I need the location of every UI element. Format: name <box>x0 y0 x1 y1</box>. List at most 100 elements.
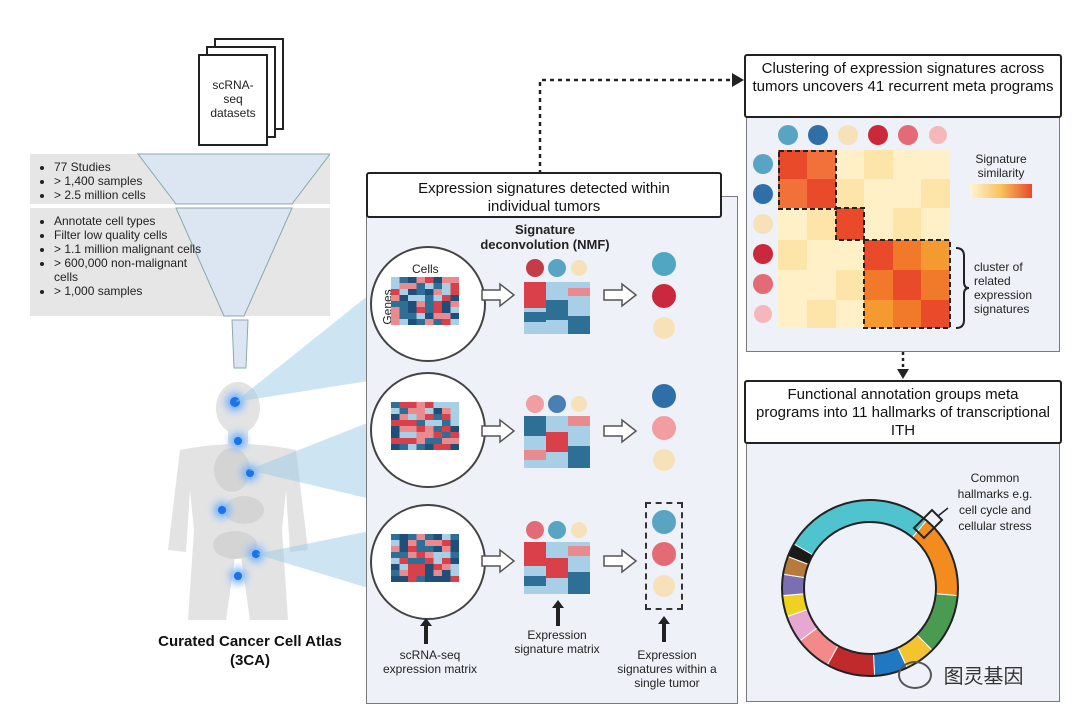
matrix-cell <box>442 283 451 290</box>
matrix-cell <box>425 402 434 409</box>
matrix-cell <box>416 570 426 577</box>
matrix-cell <box>408 576 417 582</box>
organ-dot-pelvis <box>234 572 242 580</box>
heatmap-cell <box>836 179 864 208</box>
watermark-text: 图灵基因 <box>943 666 1024 688</box>
matrix-cell <box>408 570 417 577</box>
hallmark-label: Common hallmarks e.g. cell cycle and cel… <box>957 471 1033 533</box>
matrix-cell <box>425 319 434 325</box>
matrix-cell <box>391 414 400 421</box>
matrix-cell <box>425 283 434 290</box>
matrix-cell <box>391 432 400 439</box>
matrix-cell <box>416 564 426 571</box>
matrix-cell <box>408 534 417 541</box>
expression-matrix-circle-2 <box>370 372 486 488</box>
cluster-bracket <box>955 247 970 329</box>
atlas-label: Curated Cancer Cell Atlas (3CA) <box>158 633 342 669</box>
heatmap-cell <box>807 300 836 328</box>
matrix-cell <box>433 301 443 308</box>
matrix-cell <box>408 546 417 553</box>
matrix-cell <box>399 402 409 409</box>
heatmap-cell <box>778 270 807 300</box>
nmf-title: Signature deconvolution (NMF) <box>480 222 610 252</box>
similarity-label: Signature similarity <box>975 152 1027 180</box>
matrix-cell <box>425 420 434 427</box>
matrix-cell <box>425 289 434 296</box>
matrix-cell <box>450 534 459 541</box>
human-body-figure <box>168 382 308 620</box>
matrix-cell <box>399 313 409 320</box>
heatmap-cell <box>921 240 950 270</box>
matrix-cell <box>416 301 426 308</box>
arrow-up-icon <box>658 616 670 642</box>
matrix-cell <box>442 534 451 541</box>
matrix-cell <box>442 552 451 559</box>
heatmap-cell <box>893 208 921 240</box>
expression-matrix-1 <box>391 277 459 325</box>
organ-dot-lung <box>234 437 242 445</box>
matrix-cell <box>442 546 451 553</box>
organ-dot-kidney <box>218 506 226 514</box>
matrix-cell <box>391 307 400 314</box>
matrix-cell <box>433 289 443 296</box>
matrix-cell <box>433 438 443 445</box>
heatmap-cell <box>778 240 807 270</box>
matrix-cell <box>450 426 459 433</box>
matrix-cell <box>416 414 426 421</box>
heatmap-cell <box>836 270 864 300</box>
matrix-cell <box>425 408 434 415</box>
matrix-cell <box>442 301 451 308</box>
matrix-cell <box>450 289 459 296</box>
matrix-cell <box>391 277 400 284</box>
matrix-cell <box>416 576 426 582</box>
matrix-cell <box>399 432 409 439</box>
matrix-cell <box>399 558 409 565</box>
matrix-cell <box>425 414 434 421</box>
heatmap-cell <box>893 179 921 208</box>
matrix-cell <box>408 319 417 325</box>
matrix-cell <box>399 426 409 433</box>
signature-cells-2 <box>652 384 676 471</box>
matrix-cell <box>425 301 434 308</box>
matrix-cell <box>391 289 400 296</box>
matrix-cell <box>416 444 426 450</box>
matrix-cell <box>450 570 459 577</box>
matrix-cell <box>425 307 434 314</box>
matrix-cell <box>391 402 400 409</box>
heatmap-cell <box>807 240 836 270</box>
matrix-cell <box>391 564 400 571</box>
heatmap-cell <box>921 270 950 300</box>
matrix-cell <box>442 432 451 439</box>
clustering-title: Clustering of expression signatures acro… <box>744 54 1062 118</box>
matrix-cell <box>408 301 417 308</box>
heatmap-cell <box>864 300 893 328</box>
matrix-cell <box>433 540 443 547</box>
matrix-cell <box>399 408 409 415</box>
matrix-cell <box>442 576 451 582</box>
cluster-col-cells <box>778 125 947 145</box>
matrix-cell <box>433 570 443 577</box>
matrix-cell <box>399 414 409 421</box>
heatmap-cell <box>778 150 807 179</box>
matrix-cell <box>433 564 443 571</box>
projection-beams <box>235 290 375 590</box>
matrix-cell <box>391 426 400 433</box>
matrix-cell <box>442 313 451 320</box>
funnel-top-item: 77 Studies <box>54 160 204 174</box>
matrix-cell <box>391 576 400 582</box>
heatmap-cell <box>921 179 950 208</box>
matrix-cell <box>408 552 417 559</box>
signature-matrix-3 <box>524 542 590 594</box>
matrix-cell <box>408 277 417 284</box>
heatmap-cell <box>807 208 836 240</box>
heatmap-cell <box>836 208 864 240</box>
matrix-cell <box>433 408 443 415</box>
matrix-cell <box>408 558 417 565</box>
matrix-cell <box>408 420 417 427</box>
funnel-bottom-item: Filter low quality cells <box>54 228 204 242</box>
matrix-cell <box>399 283 409 290</box>
funnel <box>30 153 330 369</box>
cells-label: Cells <box>412 262 439 276</box>
arrow-right-icon <box>481 418 516 444</box>
matrix-cell <box>408 295 417 302</box>
